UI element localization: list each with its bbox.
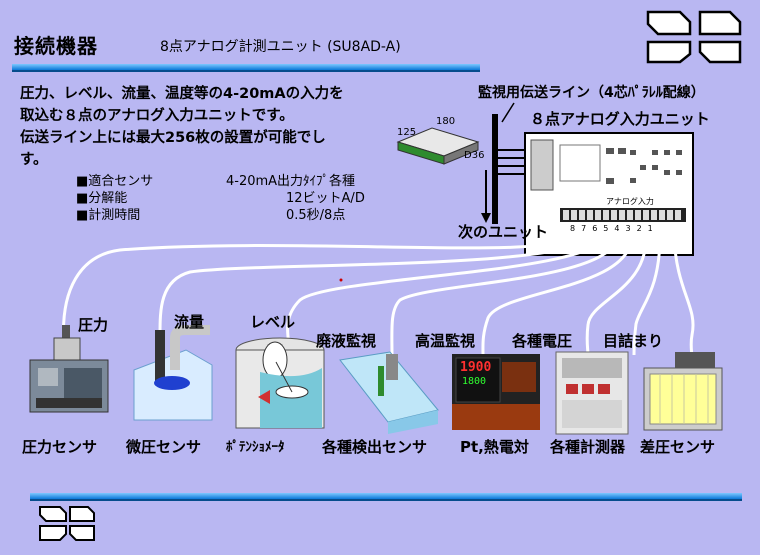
next-unit-label: 次のユニット: [458, 223, 549, 241]
footer-divider: [30, 493, 742, 501]
description-line: 伝送ライン上には最大256枚の設置が可能でし: [20, 130, 326, 146]
terminal-number: 1: [647, 224, 659, 233]
detection-sensor-image: [339, 351, 439, 434]
terminal-number: 5: [603, 224, 615, 233]
dim-depth: 125: [397, 127, 417, 138]
corner-logo-top: [646, 10, 742, 64]
unit-label: ８点アナログ入力ユニット: [530, 110, 710, 128]
description-line: す。: [20, 152, 48, 168]
terminal-numbers: 87654321: [570, 224, 659, 233]
measure-label-hightemp: 高温監視: [415, 332, 476, 350]
measure-label-pressure: 圧力: [78, 316, 109, 334]
flow-sensor-image: [133, 325, 213, 421]
measure-label-voltage: 各種電圧: [512, 332, 573, 350]
pressure-sensor-image: [29, 325, 109, 413]
terminal-number: 4: [614, 224, 626, 233]
spec-key: ■計測時間: [76, 208, 141, 223]
level-sensor-image: [235, 337, 325, 429]
spec-value: 4-20mA出力ﾀｲﾌﾟ各種: [226, 174, 356, 189]
filter-sensor-image: [643, 352, 723, 431]
terminal-caption: アナログ入力: [606, 197, 654, 206]
corner-logo-bottom: [39, 506, 95, 541]
spec-value: 0.5秒/8点: [286, 208, 346, 223]
sensor-label-pressure: 圧力センサ: [22, 438, 98, 456]
terminal-number: 8: [570, 224, 582, 233]
terminal-number: 7: [581, 224, 593, 233]
spec-row: ■適合センサ 4-20mA出力ﾀｲﾌﾟ各種: [76, 173, 365, 190]
terminal-number: 2: [636, 224, 648, 233]
spec-row: ■計測時間 0.5秒/8点: [76, 207, 365, 224]
description: 圧力、レベル、流量、温度等の4-20mAの入力を 取込む８点のアナログ入力ユニッ…: [20, 83, 344, 171]
measure-label-clog: 目詰まり: [603, 332, 664, 350]
sensor-label-meters: 各種計測器: [550, 438, 626, 456]
dim-width: 180: [436, 116, 456, 127]
analog-unit-image: [524, 132, 694, 256]
sensor-label-micropressure: 微圧センサ: [126, 438, 202, 456]
page-title: 接続機器: [14, 34, 98, 58]
terminal-number: 3: [625, 224, 637, 233]
sensor-label-thermocouple: Pt,熱電対: [460, 438, 529, 456]
measure-label-waste: 廃液監視: [316, 332, 377, 350]
transmission-bus: [492, 114, 498, 224]
thermo-display-sub: 1800: [462, 376, 487, 387]
sensor-label-potentiometer: ﾎﾟﾃﾝｼｮﾒｰﾀ: [226, 440, 285, 455]
thermocouple-image: [452, 354, 540, 430]
signal-cables: [61, 233, 695, 361]
terminal-number: 6: [592, 224, 604, 233]
spec-row: ■分解能 12ビットA/D: [76, 190, 365, 207]
dim-height: D36: [464, 150, 485, 161]
meters-panel-image: [555, 351, 629, 435]
header-divider: [12, 64, 480, 72]
thermo-display: 1900: [460, 360, 492, 375]
page-subtitle: 8点アナログ計測ユニット (SU8AD-A): [160, 39, 401, 55]
description-line: 取込む８点のアナログ入力ユニットです。: [20, 108, 294, 124]
measure-label-level: レベル: [250, 313, 296, 331]
spec-key: ■分解能: [76, 191, 128, 206]
sensor-label-detection: 各種検出センサ: [322, 438, 428, 456]
spec-value: 12ビットA/D: [286, 191, 365, 206]
bus-wires: [495, 149, 525, 175]
unit-board-icon: [396, 127, 480, 165]
transmission-line-label: 監視用伝送ライン（4芯ﾊﾟﾗﾚﾙ配線）: [478, 85, 705, 101]
sensor-label-diffpressure: 差圧センサ: [640, 438, 716, 456]
description-line: 圧力、レベル、流量、温度等の4-20mAの入力を: [20, 86, 344, 102]
spec-list: ■適合センサ 4-20mA出力ﾀｲﾌﾟ各種 ■分解能 12ビットA/D ■計測時間 0…: [76, 173, 365, 224]
spec-key: ■適合センサ: [76, 174, 154, 189]
measure-label-flow: 流量: [174, 313, 205, 331]
